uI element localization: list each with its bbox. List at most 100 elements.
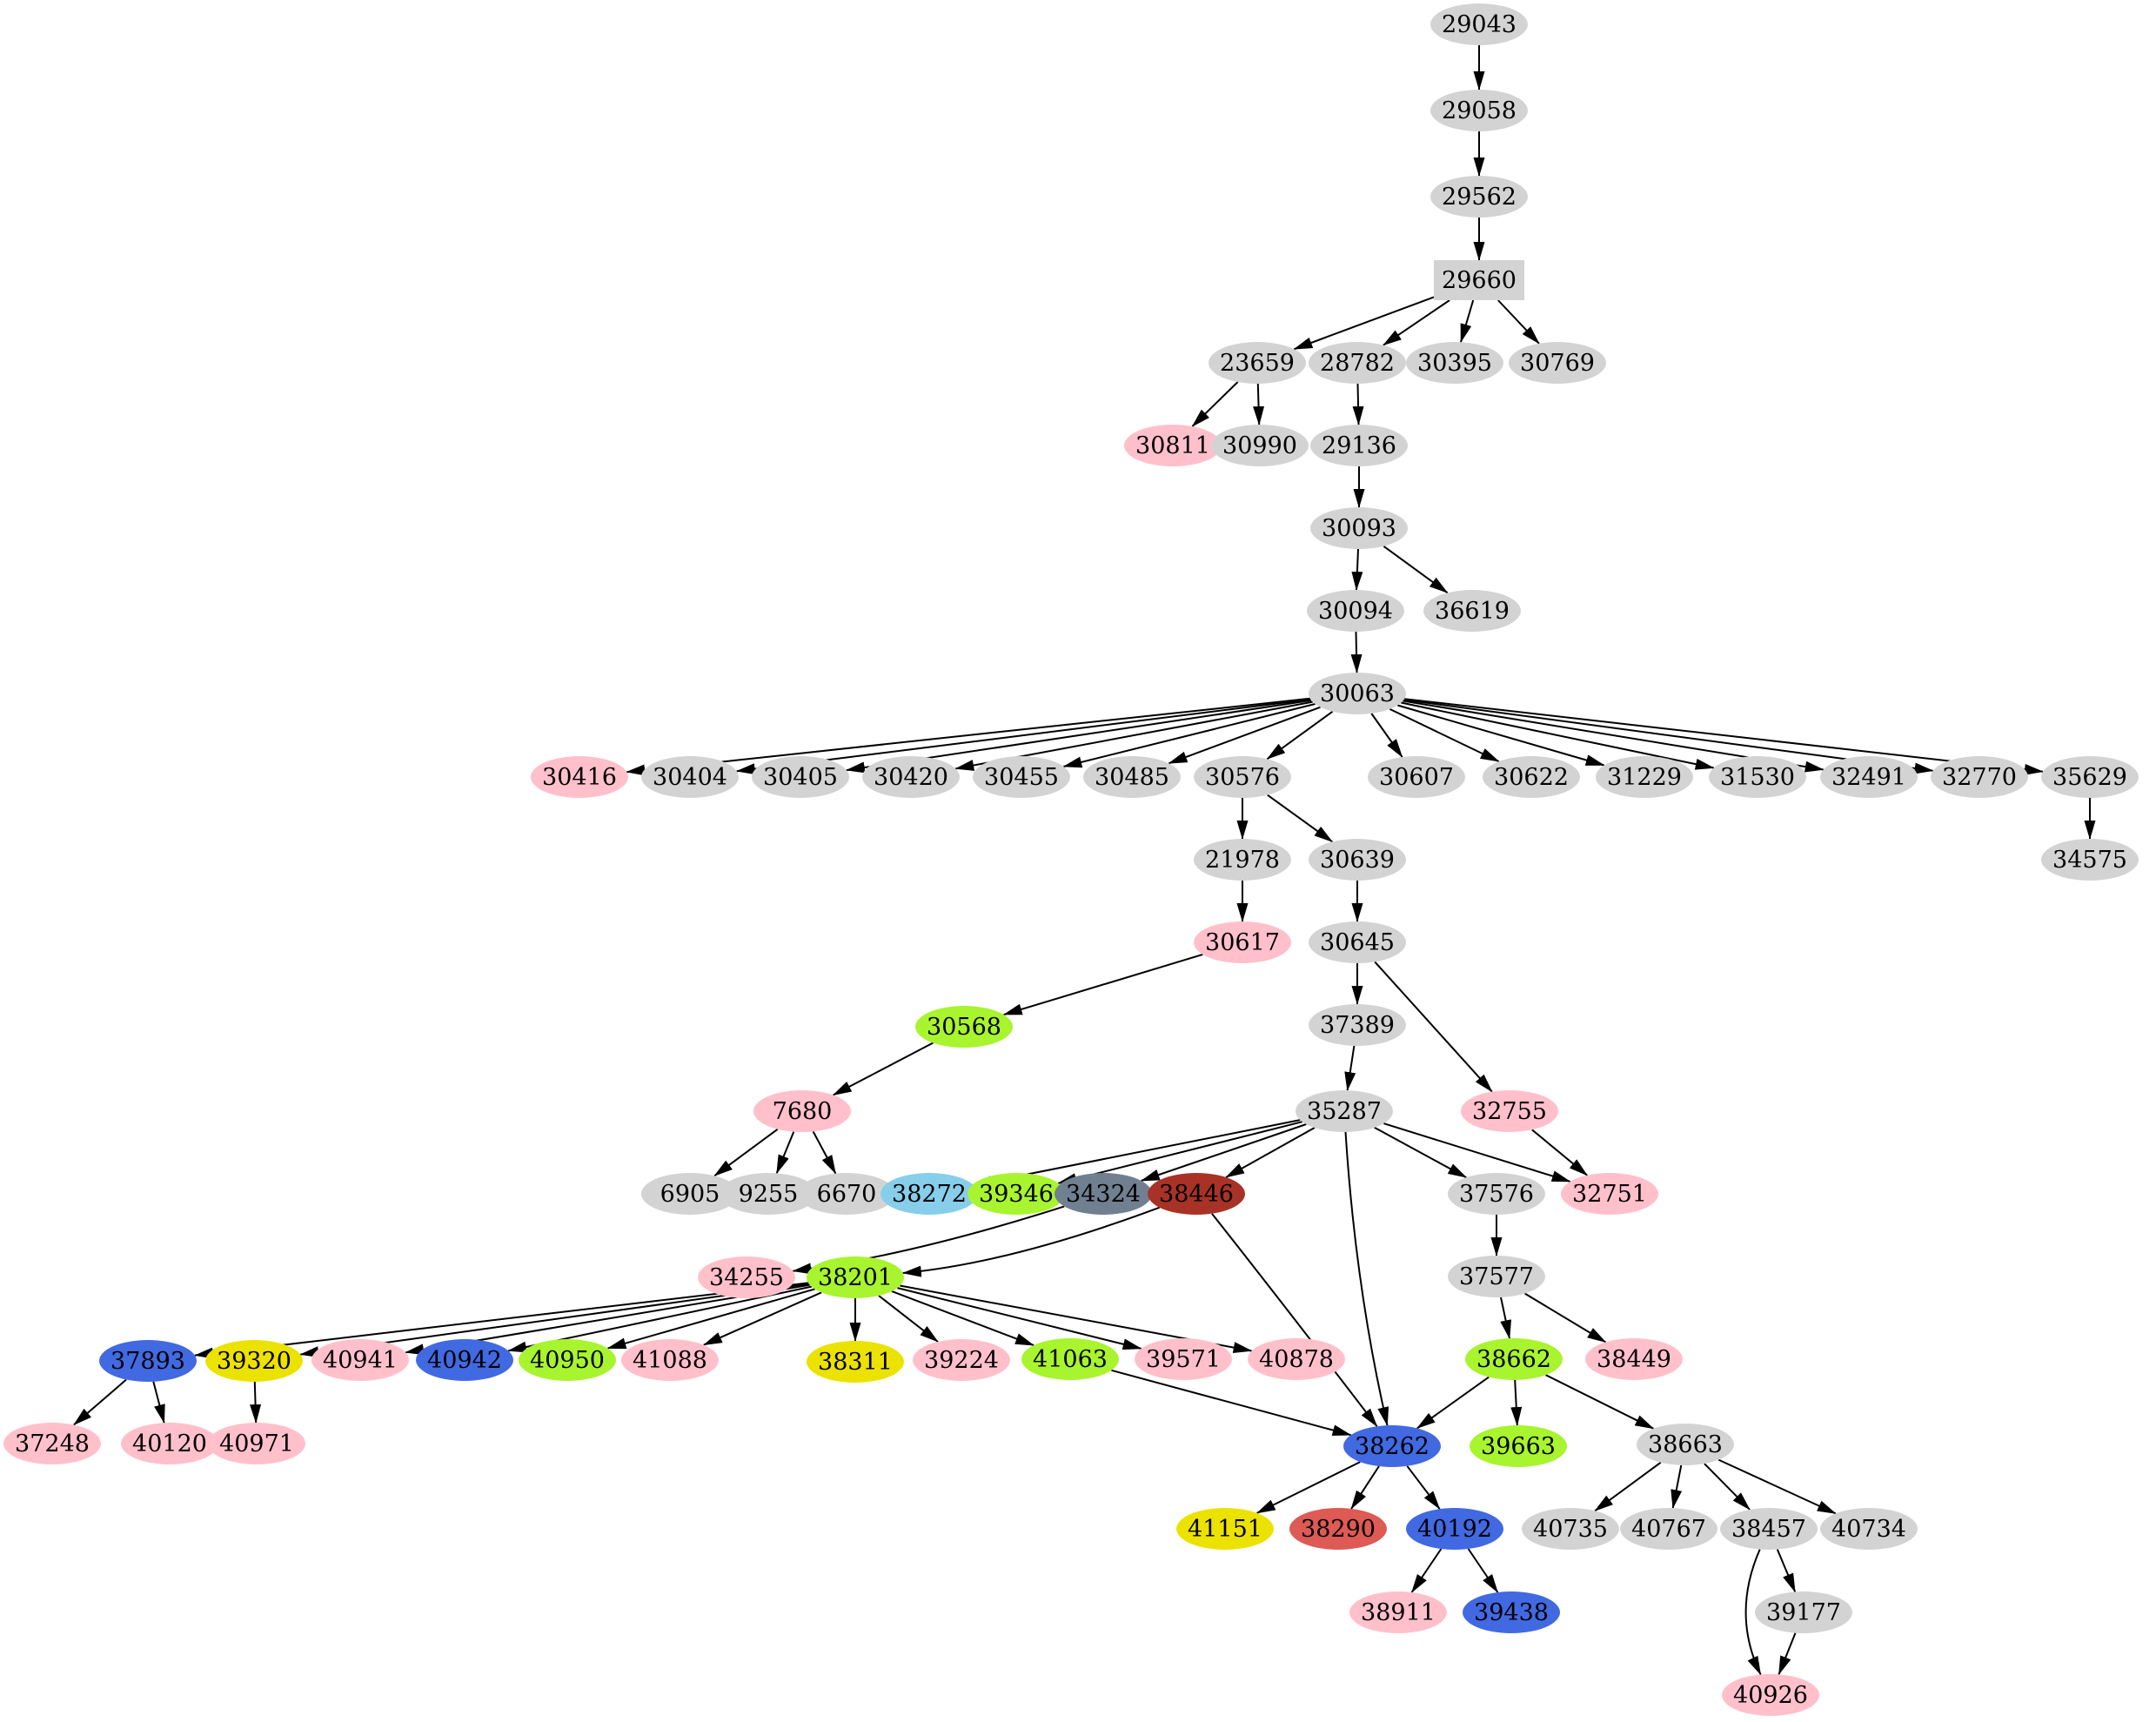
- graph-edge-30645-32755: [1374, 961, 1493, 1093]
- node-label-34255: 34255: [709, 1264, 784, 1291]
- graph-edge-30063-30607: [1370, 713, 1403, 758]
- graph-node-38662: 38662: [1465, 1338, 1563, 1380]
- node-shape-32770: [1931, 756, 2028, 798]
- node-label-38311: 38311: [818, 1349, 893, 1376]
- graph-edge-30063-35629: [1403, 698, 2044, 775]
- graph-node-38457: 38457: [1720, 1508, 1818, 1550]
- node-shape-34575: [2041, 839, 2139, 881]
- node-label-38457: 38457: [1731, 1516, 1806, 1543]
- node-label-30416: 30416: [542, 764, 617, 791]
- graph-node-40971: 40971: [208, 1423, 305, 1464]
- node-shape-29058: [1430, 90, 1528, 131]
- node-label-29660: 29660: [1442, 267, 1517, 294]
- node-label-30811: 30811: [1135, 432, 1210, 459]
- node-shape-30405: [752, 756, 849, 798]
- node-label-37576: 37576: [1459, 1181, 1534, 1208]
- graph-edge-38663-38457: [1704, 1463, 1751, 1511]
- graph-node-9255: 9255: [720, 1173, 817, 1215]
- graph-edge-30063-30404: [735, 698, 1311, 775]
- node-label-30622: 30622: [1494, 764, 1569, 791]
- node-label-30769: 30769: [1520, 350, 1595, 377]
- graph-edge-35287-38262: [1344, 1131, 1389, 1427]
- graph-node-39224: 39224: [913, 1339, 1010, 1381]
- graph-node-32755: 32755: [1461, 1090, 1558, 1132]
- node-shape-30639: [1309, 839, 1406, 881]
- node-label-30617: 30617: [1205, 929, 1280, 956]
- node-label-40767: 40767: [1631, 1516, 1706, 1543]
- graph-node-29058: 29058: [1430, 90, 1528, 131]
- node-shape-38311: [807, 1341, 904, 1383]
- node-shape-38449: [1585, 1338, 1683, 1380]
- node-shape-30576: [1194, 756, 1291, 798]
- graph-edge-30094-30063: [1350, 631, 1363, 673]
- graph-node-28782: 28782: [1309, 342, 1406, 384]
- graph-edge-29660-23659: [1293, 296, 1435, 351]
- node-label-30093: 30093: [1322, 515, 1396, 542]
- node-label-40942: 40942: [427, 1347, 502, 1374]
- node-shape-39571: [1135, 1338, 1232, 1380]
- node-label-30645: 30645: [1320, 929, 1395, 956]
- node-label-38446: 38446: [1159, 1181, 1234, 1208]
- node-shape-40735: [1522, 1508, 1619, 1550]
- node-shape-6905: [641, 1173, 739, 1215]
- node-label-32770: 32770: [1942, 764, 2017, 791]
- node-label-40734: 40734: [1831, 1516, 1906, 1543]
- graph-node-29136: 29136: [1310, 425, 1408, 466]
- node-label-30639: 30639: [1320, 847, 1395, 874]
- graph-edge-38201-41088: [702, 1291, 822, 1346]
- node-shape-34255: [698, 1256, 795, 1298]
- node-shape-39663: [1470, 1425, 1567, 1467]
- graph-edge-41063-38262: [1111, 1369, 1352, 1437]
- node-label-41063: 41063: [1033, 1346, 1108, 1373]
- graph-edge-30063-30622: [1389, 707, 1500, 763]
- node-label-6905: 6905: [660, 1181, 720, 1208]
- node-shape-29660: [1434, 260, 1524, 300]
- node-shape-38446: [1148, 1173, 1245, 1215]
- graph-node-40878: 40878: [1248, 1338, 1345, 1380]
- graph-node-38262: 38262: [1343, 1425, 1441, 1467]
- node-shape-39438: [1463, 1591, 1560, 1633]
- node-label-37893: 37893: [110, 1348, 185, 1375]
- node-label-35287: 35287: [1307, 1098, 1382, 1125]
- node-shape-30645: [1309, 921, 1406, 963]
- node-label-41088: 41088: [633, 1347, 707, 1374]
- graph-edge-39177-40926: [1778, 1632, 1797, 1676]
- node-label-38449: 38449: [1597, 1346, 1671, 1373]
- node-shape-30063: [1309, 673, 1406, 714]
- node-shape-30485: [1083, 756, 1181, 798]
- graph-node-21978: 21978: [1194, 839, 1291, 881]
- node-label-38290: 38290: [1301, 1516, 1376, 1543]
- node-shape-40926: [1722, 1674, 1819, 1716]
- node-label-21978: 21978: [1205, 847, 1280, 874]
- node-label-38201: 38201: [818, 1264, 893, 1291]
- graph-edge-38262-41151: [1255, 1461, 1361, 1514]
- node-label-37248: 37248: [15, 1431, 90, 1457]
- graph-edge-29660-28782: [1383, 299, 1450, 346]
- node-shape-9255: [720, 1173, 817, 1215]
- node-shape-34324: [1055, 1173, 1152, 1215]
- graph-node-36619: 36619: [1423, 590, 1521, 632]
- node-label-35629: 35629: [2052, 764, 2127, 791]
- graph-edge-30063-30455: [1062, 703, 1316, 768]
- node-label-28782: 28782: [1320, 350, 1395, 377]
- node-shape-41063: [1021, 1338, 1119, 1380]
- node-shape-30769: [1509, 342, 1606, 384]
- node-shape-40971: [208, 1423, 305, 1464]
- node-shape-30811: [1124, 425, 1222, 466]
- graph-node-34255: 34255: [698, 1256, 795, 1298]
- graph-edge-7680-9255: [775, 1131, 795, 1175]
- node-label-34324: 34324: [1066, 1181, 1141, 1208]
- node-shape-38201: [807, 1256, 904, 1298]
- node-shape-30568: [915, 1006, 1013, 1048]
- graph-edge-38446-38201: [901, 1206, 1161, 1277]
- graph-edge-30617-30568: [1002, 953, 1203, 1016]
- node-label-30576: 30576: [1205, 764, 1280, 791]
- graph-node-38663: 38663: [1637, 1424, 1734, 1465]
- graph-node-39320: 39320: [205, 1340, 303, 1382]
- graph-edge-35287-32751: [1383, 1122, 1571, 1183]
- node-shape-29562: [1430, 176, 1528, 218]
- node-label-31229: 31229: [1607, 764, 1682, 791]
- node-label-34575: 34575: [2052, 847, 2127, 874]
